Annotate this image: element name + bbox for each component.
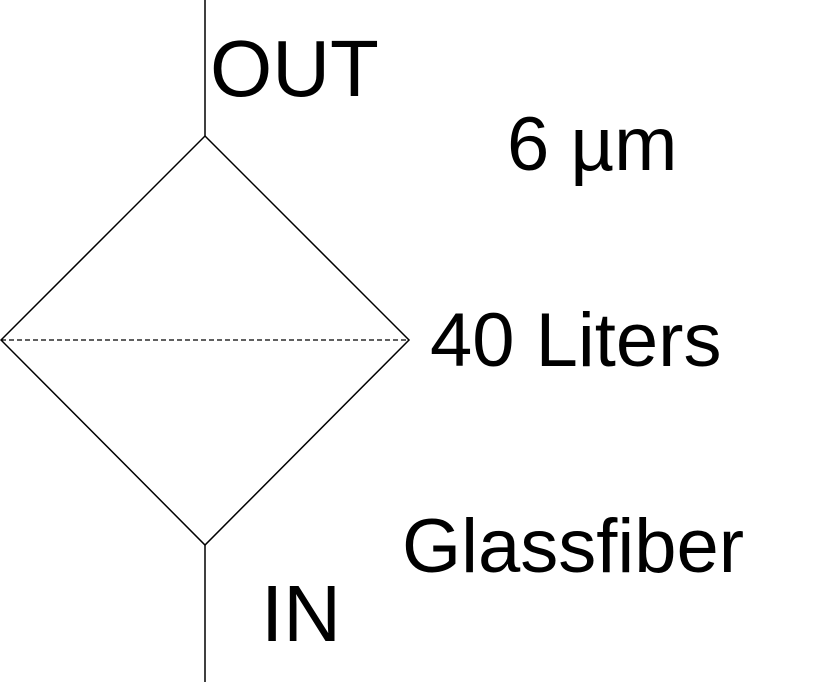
filter-material-label: Glassfiber [402, 504, 745, 589]
outlet-label: OUT [210, 24, 379, 113]
inlet-label: IN [261, 569, 341, 658]
filter-rating-label: 6 µm [507, 102, 678, 187]
filter-capacity-label: 40 Liters [430, 298, 722, 383]
